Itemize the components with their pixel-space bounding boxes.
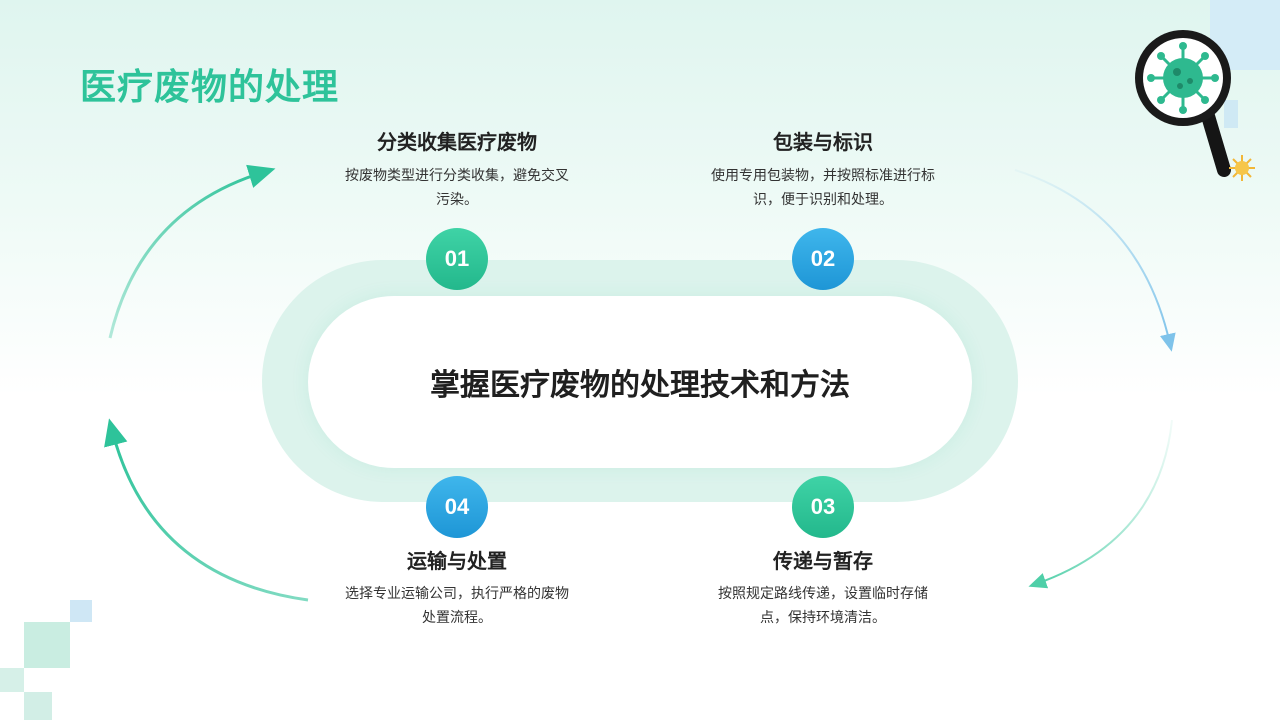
arc-left-top [108,164,276,339]
arc-left-bottom [104,418,309,602]
decor-square-bottom-left-2 [70,600,92,622]
step-badge-02: 02 [792,228,854,290]
magnifier-virus-icon [1135,30,1231,177]
sun-icon [1229,155,1255,181]
decor-square-top-right-small [1224,100,1238,128]
page-title: 医疗废物的处理 [80,67,340,108]
center-pill [308,296,972,468]
decor-square-bottom-left-1 [24,622,70,668]
step-desc-01: 按废物类型进行分类收集，避免交叉污染。 [345,168,569,208]
step-desc-04: 选择专业运输公司，执行严格的废物处置流程。 [345,586,569,626]
decor-square-bottom-left-4 [24,692,52,720]
step-title-01: 分类收集医疗废物 [377,130,537,154]
step-title-02: 包装与标识 [773,130,873,154]
center-text: 掌握医疗废物的处理技术和方法 [430,368,850,403]
step-badge-03: 03 [792,476,854,538]
step-badge-01: 01 [426,228,488,290]
step-title-03: 传递与暂存 [773,549,873,573]
step-desc-03: 按照规定路线传递，设置临时存储点，保持环境清洁。 [718,586,928,626]
step-desc-02: 使用专用包装物，并按照标准进行标识，便于识别和处理。 [711,168,935,208]
arc-right-bottom [1028,419,1173,589]
arc-right-top [1014,169,1176,352]
decor-square-bottom-left-3 [0,668,24,692]
step-badge-04: 04 [426,476,488,538]
step-title-04: 运输与处置 [407,549,507,573]
